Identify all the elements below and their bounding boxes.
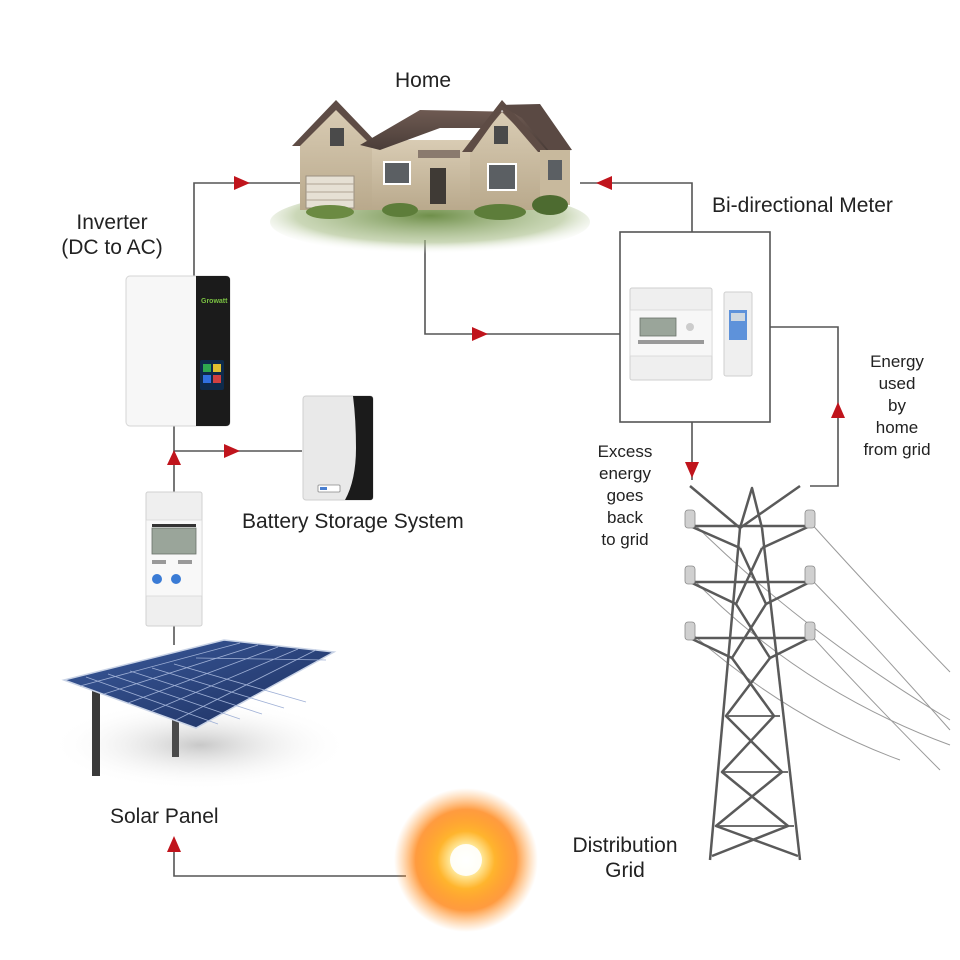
arrow-up-to-meter <box>831 402 845 418</box>
home-illustration <box>270 100 590 254</box>
wire-home-to-meter <box>424 240 620 335</box>
wire-grid-to-meter <box>770 326 839 487</box>
bidirectional-meter <box>619 231 771 423</box>
wire-meter-to-home <box>580 182 693 232</box>
home-label: Home <box>394 69 452 92</box>
excess-line-5: to grid <box>601 530 649 549</box>
used-line-5: from grid <box>863 440 931 459</box>
used-line-2: used <box>878 374 916 393</box>
arrow-down-to-grid <box>685 462 699 478</box>
meter-label: Bi-directional Meter <box>712 194 893 217</box>
tower-insulators <box>684 509 816 641</box>
wire-sun-to-solar <box>173 840 406 877</box>
distribution-grid-tower <box>689 484 811 861</box>
excess-energy-label: Excess energy goes back to grid <box>580 441 670 551</box>
solar-panel-illustration <box>50 639 350 790</box>
wire-inverter-to-home <box>193 182 300 282</box>
arrow-left-to-home <box>596 176 612 190</box>
used-line-4: home <box>875 418 919 437</box>
battery-label: Battery Storage System <box>242 510 464 533</box>
grid-label-line-1: Distribution <box>572 834 678 857</box>
used-line-3: by <box>888 396 906 415</box>
grid-label: Distribution Grid <box>560 833 690 883</box>
arrow-right-to-home <box>234 176 250 190</box>
energy-used-label: Energy used by home from grid <box>852 351 942 461</box>
used-line-1: Energy <box>870 352 924 371</box>
excess-line-4: back <box>607 508 643 527</box>
wire-inverter-to-battery <box>173 425 302 452</box>
excess-line-3: goes <box>606 486 644 505</box>
solar-energy-meter <box>145 491 203 627</box>
solar-panel-label: Solar Panel <box>110 805 219 828</box>
arrow-right-to-battery <box>224 444 240 458</box>
excess-line-2: energy <box>599 464 651 483</box>
flow-arrows <box>167 176 845 852</box>
grid-label-line-2: Grid <box>605 859 645 882</box>
arrow-up-to-inverter <box>167 450 181 465</box>
inverter-label: Inverter (DC to AC) <box>42 210 182 260</box>
arrow-up-to-solar <box>167 836 181 852</box>
battery-device <box>302 395 374 501</box>
arrow-right-to-meter <box>472 327 488 341</box>
inverter-label-line-1: Inverter <box>76 211 148 234</box>
sun-illustration <box>394 788 538 932</box>
inverter-brand-text: Growatt <box>201 298 228 305</box>
inverter-label-line-2: (DC to AC) <box>61 236 163 259</box>
excess-line-1: Excess <box>597 442 653 461</box>
inverter-device: Growatt <box>125 275 231 427</box>
